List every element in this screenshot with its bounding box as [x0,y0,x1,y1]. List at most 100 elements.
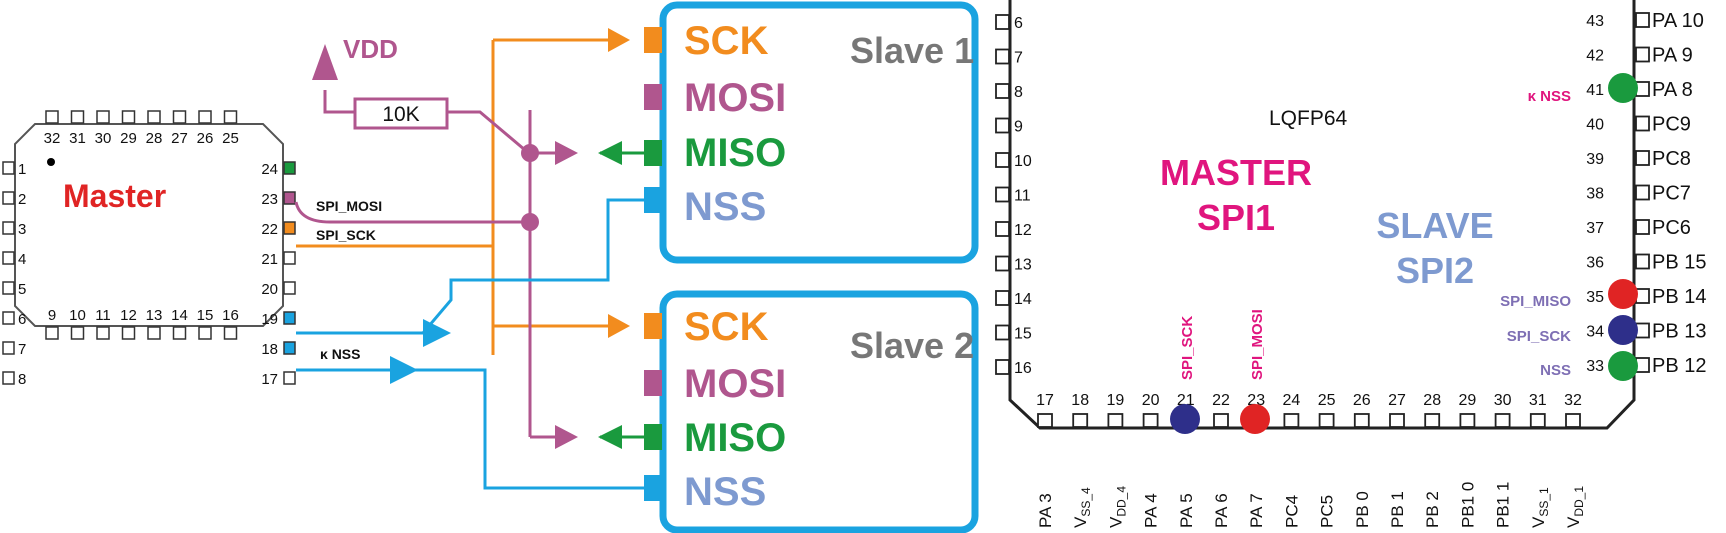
chip-master-line2: SPI1 [1197,197,1275,238]
chip-left-pin-num: 11 [1014,188,1031,205]
chip-bottom-pin [1142,413,1159,428]
chip-right-pin [1635,253,1650,270]
master-right-pin-num: 24 [261,161,278,178]
chip-bottom-pin-num: 30 [1494,392,1512,409]
chip-bottom-pin-name-main: V [1106,516,1125,528]
chip-left-pin-num: 14 [1014,291,1032,308]
chip-sig-miso: SPI_MISO [1500,293,1571,310]
chip-bottom-pin-num: 26 [1353,392,1371,409]
chip-bottom-pin [1565,413,1581,428]
slave-2-nss-label: NSS [684,470,766,514]
slave-1-nss-label: NSS [684,185,766,229]
master-top-pin-num: 30 [95,130,112,147]
master-top-pin [198,110,212,124]
chip-bottom-pin-num: 18 [1071,392,1089,409]
chip-bottom-pin [1107,413,1124,428]
master-right-pin [283,371,296,385]
master-right-pin [283,161,296,175]
master-left-pin-num: 3 [18,221,26,238]
chip-right-pin-name: PC6 [1652,217,1691,239]
chip-bottom-pin-name: PA 7 [1247,493,1266,528]
chip-right-pin [1635,12,1650,28]
pullup-wire [447,110,526,152]
miso2-purple-arrow-icon [555,425,578,449]
slave-2-sck-label: SCK [684,305,769,349]
slave-2-nss-pin [644,475,662,501]
chip-right-pin-name: PC7 [1652,183,1691,205]
junction-miso [521,144,539,162]
chip-right-pin-num: 38 [1586,186,1604,203]
chip-bottom-pin-num: 31 [1529,392,1547,409]
master-left-pin [2,251,15,265]
chip-bottom-pin-name-sub: SS_4 [1079,487,1093,517]
master-left-pin-num: 2 [18,191,26,208]
chip-left-pin [995,14,1010,30]
chip-left-pin-num: 10 [1014,153,1032,170]
chip-left-pin [995,324,1010,341]
miso-wire [528,110,575,439]
master-left-pin-num: 6 [18,311,26,328]
chip-right-pin-name: PB 13 [1652,321,1706,343]
master-top-pin-num: 29 [120,130,137,147]
chip-right-pin-name: PC9 [1652,114,1691,136]
master-bottom-pin-num: 12 [120,307,137,324]
master-left-pin [2,281,15,295]
chip-right-pin-name: PC8 [1652,148,1691,170]
chip-bottom-pin [1389,413,1405,428]
chip-right-pin-num: 34 [1586,324,1604,341]
chip-right-pin-name: PB 15 [1652,252,1706,274]
master-left-pin [2,161,15,175]
chip-bottom-pin-name: VDD_1 [1564,486,1586,528]
chip-slave-line2: SPI2 [1396,250,1474,291]
master-top-pin-num: 27 [171,130,188,147]
vdd-wire [323,90,355,114]
slave-2-miso-pin [644,424,662,450]
master-top-pin-num: 32 [44,130,61,147]
chip-master-line1: MASTER [1160,152,1312,193]
chip-bottom-pin-num: 32 [1564,392,1582,409]
mosi-wire [294,201,535,224]
chip-right-pin-name: PB 12 [1652,355,1706,377]
chip-bottom-pin-name: PB 0 [1353,491,1372,528]
chip-right-pin-name: PA 10 [1652,10,1704,32]
slave-1: SCK MOSI MISO NSS Slave 1 [644,1,979,264]
chip-package-label: LQFP64 [1269,107,1348,130]
chip-bottom-pin-name: PC4 [1282,495,1301,528]
master-left-pin-num: 7 [18,341,26,358]
chip-right-pin-name: PA 9 [1652,45,1693,67]
chip-bottom-pin [1037,413,1053,428]
master-bottom-pin-num: 15 [197,307,214,324]
master-bottom-pin [147,326,161,340]
sck1-arrow-icon [608,28,630,52]
slave-1-title: Slave 1 [850,30,974,71]
chip-right-pin-num: 40 [1586,117,1604,134]
master-left-pin [2,311,15,325]
master-bottom-pin-num: 10 [69,307,86,324]
resistor-label: 10K [382,103,419,126]
master-label-nss: κ NSS [320,346,360,362]
chip-left-pin-num: 12 [1014,222,1032,239]
chip-right-pin-num: 37 [1586,220,1604,237]
slave-2-title: Slave 2 [850,325,974,366]
chip-left-pin [995,290,1010,306]
junction-mosi [521,213,539,231]
chip-right-pin-name: PA 8 [1652,79,1693,101]
master-left-pin-num: 8 [18,371,26,388]
master-bottom-pin [70,326,85,340]
sck-wire [296,38,610,355]
chip-bottom-pin [1494,413,1511,428]
chip-left-pin [995,83,1010,99]
chip-bottom-pin-name: PB1 1 [1494,482,1513,528]
master-chip-body [14,123,284,327]
chip-bottom-pin-name-main: PA 7 [1247,493,1266,528]
chip-bottom-pin [1318,413,1335,428]
slave-2: SCK MOSI MISO NSS Slave 2 [644,290,979,533]
master-top-pin [121,110,136,124]
master-top-pin [223,110,238,124]
resistor [353,97,449,130]
chip-bottom-pin-name: VSS_1 [1529,487,1551,528]
chip-sig-spi-sck: SPI_SCK [1179,316,1196,380]
